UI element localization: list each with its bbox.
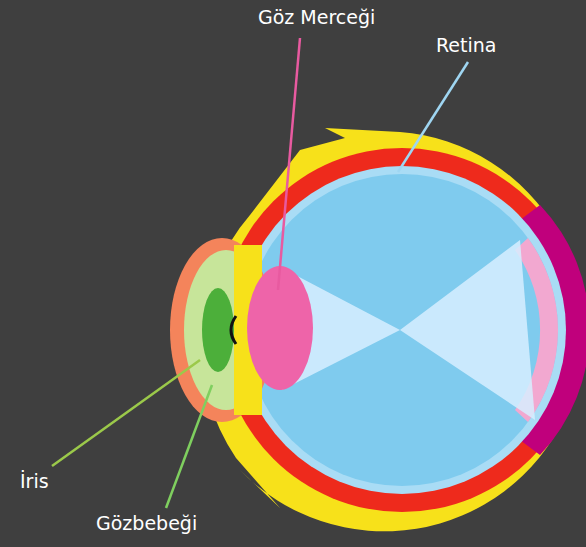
retina-layer — [238, 166, 566, 494]
part-label: Göz Merceği — [258, 6, 375, 29]
light-ray — [400, 240, 535, 420]
leader-line — [52, 360, 200, 466]
leader-line — [398, 62, 468, 172]
leader-line — [166, 385, 212, 508]
iris-shape — [202, 288, 234, 372]
eye-lens — [247, 266, 313, 390]
vitreous-body — [246, 174, 558, 486]
part-label: Retina — [436, 34, 496, 57]
pupil-mark — [231, 316, 236, 344]
sclera-layer — [201, 128, 584, 531]
part-label: İris — [20, 470, 49, 493]
part-label: Gözbebeği — [96, 512, 197, 535]
leader-line — [278, 38, 300, 290]
choroid-layer — [220, 148, 584, 512]
